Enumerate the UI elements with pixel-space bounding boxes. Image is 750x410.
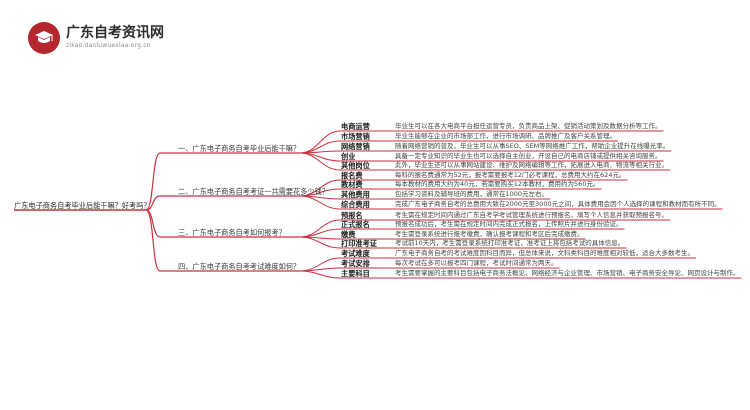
leaf-label: 电商运营 <box>341 122 370 131</box>
leaf-description: 考生需在规定时间内通过广东自考学考试管理系统进行预报名，填写个人信息并获取预报名… <box>395 211 668 219</box>
branch-label: 四、广东电子商务自考考试难度如何？ <box>178 262 301 271</box>
leaf-description: 随着网络营销的普及，毕业生可以从事SEO、SEM等网络推广工作，帮助企业提升在线… <box>395 142 670 150</box>
branch-label: 一、广东电子商务自考毕业后能干嘛？ <box>178 144 301 153</box>
site-logo[interactable]: 广东自考资讯网 zikao.danluwuexlaa.org.cn <box>28 20 203 56</box>
leaf-description: 广东电子商务自考的考试难度因科目而异，但总体来说，文科类科目的难度相对较低，适合… <box>395 249 694 257</box>
branch-label: 二、广东电子商务自考考证一共需要花多少钱？ <box>178 187 329 196</box>
connector-line <box>145 152 161 211</box>
leaf-description: 考试前10天内，考生需登录系统打印准考证，准考证上将包括考试的具体信息。 <box>395 239 625 247</box>
leaf-label: 考试安排 <box>341 259 370 268</box>
leaf-label: 其他费用 <box>341 190 370 199</box>
leaf-description: 包括学习资料及辅导班的费用，通常在1000元左右。 <box>395 190 549 198</box>
connector-line <box>145 209 161 272</box>
leaf-label: 创业 <box>341 152 356 161</box>
leaf-description: 每次考试在多可以报考四门课程，考试时间通常为两天。 <box>395 259 558 267</box>
mindmap-root: 广东电子商务自考毕业后能干嘛？好考吗？ <box>14 201 151 210</box>
leaf-label: 报名费 <box>341 171 363 180</box>
site-domain: zikao.danluwuexlaa.org.cn <box>66 42 151 49</box>
connector-line <box>145 195 161 211</box>
leaf-label: 正式报名 <box>341 220 370 229</box>
graduation-cap-icon <box>35 31 53 43</box>
leaf-label: 教材费 <box>341 180 363 189</box>
connector-line <box>299 270 341 279</box>
leaf-label: 缴费 <box>341 230 356 239</box>
logo-badge <box>28 22 60 54</box>
leaf-description: 预报名成功后，考生需在规定时间内完成正式报名，上传照片并进行身份验证。 <box>395 220 623 228</box>
leaf-description: 具备一定专业知识的毕业生也可以选择自主创业，开设自己的电商店铺或提供相关咨询服务… <box>395 152 662 160</box>
connector-line <box>299 152 341 171</box>
leaf-description: 考生需登录系统进行报考缴费，确认报考课程和考区后完成缴费。 <box>395 230 584 238</box>
branch-label: 三、广东电子商务自考如何报考？ <box>178 228 286 237</box>
connector-line <box>299 195 341 210</box>
leaf-label: 市场营销 <box>341 132 370 141</box>
connector-line <box>299 219 341 238</box>
connector-line <box>145 209 161 238</box>
leaf-label: 打印准考证 <box>341 239 377 248</box>
site-name: 广东自考资讯网 <box>66 25 164 41</box>
connector-line <box>299 267 341 272</box>
leaf-description: 毕业生可以在各大电商平台担任运营专员，负责商品上架、促销活动策划及数据分析等工作… <box>395 122 662 130</box>
leaf-description: 每科的报名费通常为52元，报考需要报考12门必考课程，总费用大约在624元。 <box>395 171 626 179</box>
leaf-label: 考试难度 <box>341 249 370 258</box>
connector-line <box>299 236 341 249</box>
leaf-label: 网络营销 <box>341 142 370 151</box>
leaf-description: 考生需要掌握的主要科目包括电子商务法概论、网络经济与企业管理、市场营销、电子商务… <box>395 269 740 277</box>
leaf-label: 预报名 <box>341 211 363 220</box>
leaf-description: 每本教材的费用大约为40元，若需要购买12本教材，费用约为560元。 <box>395 180 600 188</box>
leaf-label: 主要科目 <box>341 269 370 278</box>
leaf-label: 综合费用 <box>341 200 370 209</box>
leaf-description: 完成广东电子商务自考的总费用大致在2000元至3000元之间，具体费用会因个人选… <box>395 200 721 208</box>
leaf-label: 其他岗位 <box>341 161 370 170</box>
leaf-description: 毕业生能够在企业的市场部工作，进行市场调研、品牌推广及客户关系管理。 <box>395 132 616 140</box>
leaf-description: 此外，毕业生还可以从事网站建设、维护及网络编辑等工作，拓展进入电商、物流等相关行… <box>395 161 668 169</box>
